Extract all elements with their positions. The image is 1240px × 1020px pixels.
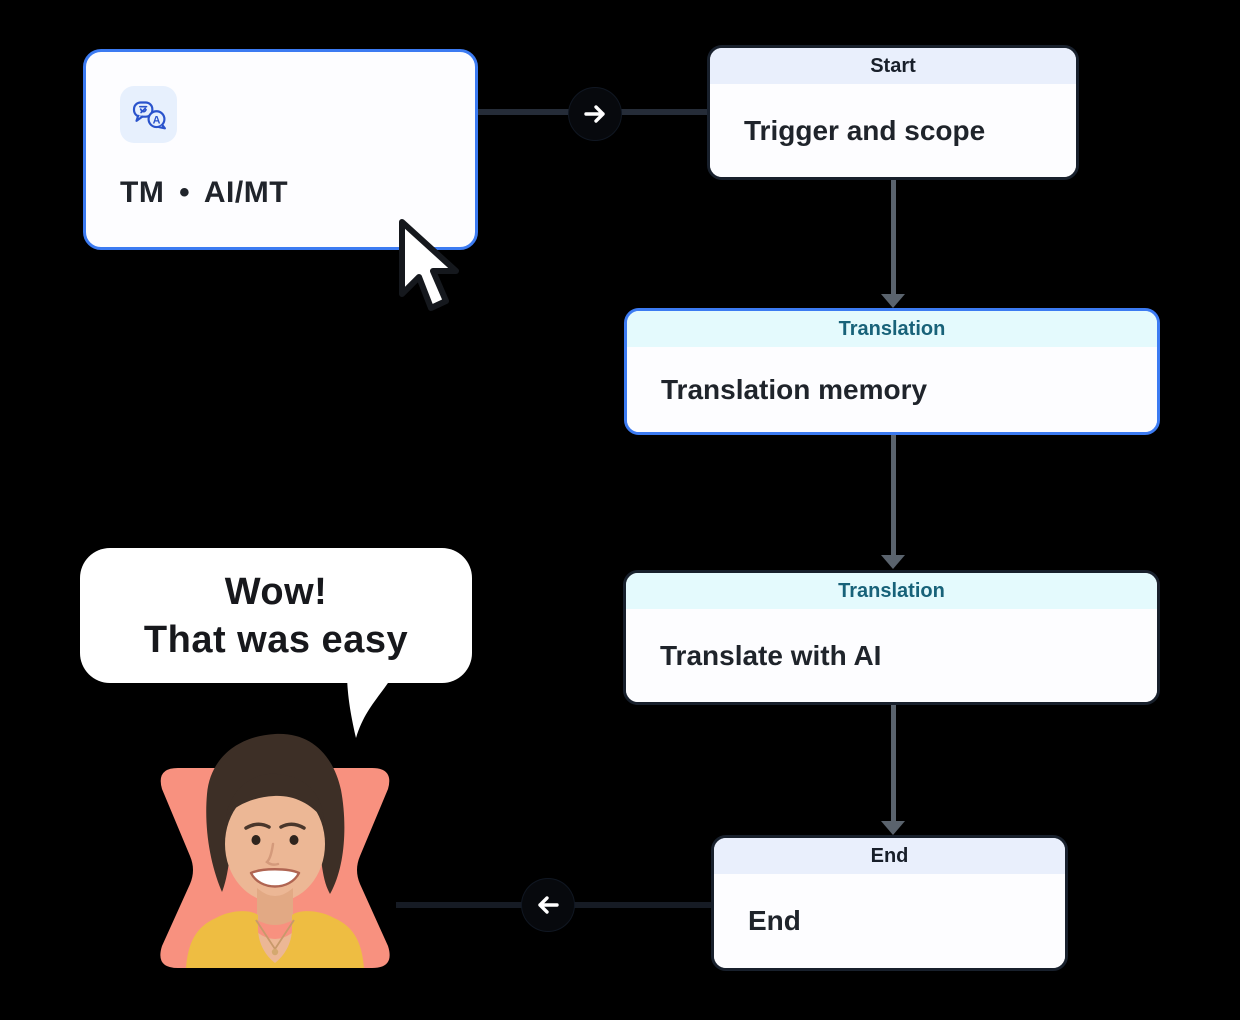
speech-bubble-line1: Wow! <box>224 570 328 613</box>
node-translation-memory-header: Translation <box>627 311 1157 347</box>
svg-text:A: A <box>152 114 160 126</box>
connector-ai-to-end <box>891 705 896 823</box>
node-end-header: End <box>714 838 1065 874</box>
node-start-body: Trigger and scope <box>710 84 1076 177</box>
connector-tm-to-ai <box>891 435 896 557</box>
arrow-down-icon <box>881 821 905 835</box>
node-translate-with-ai[interactable]: Translation Translate with AI <box>623 570 1160 705</box>
node-translate-with-ai-body: Translate with AI <box>626 609 1157 702</box>
node-end[interactable]: End End <box>711 835 1068 971</box>
node-start-header: Start <box>710 48 1076 84</box>
node-start[interactable]: Start Trigger and scope <box>707 45 1079 180</box>
speech-bubble-line2: That was easy <box>143 618 409 661</box>
connector-start-to-tm <box>891 180 896 296</box>
person-photo <box>160 733 390 968</box>
arrow-left-icon <box>522 879 574 931</box>
node-translation-memory[interactable]: Translation Translation memory <box>624 308 1160 435</box>
node-translate-with-ai-header: Translation <box>626 573 1157 609</box>
speech-bubble: Wow! That was easy <box>80 548 472 683</box>
arrow-down-icon <box>881 294 905 308</box>
arrow-right-icon <box>569 88 621 140</box>
node-end-body: End <box>714 874 1065 968</box>
speech-bubble-tail <box>347 672 395 738</box>
source-card-label: TM • AI/MT <box>120 176 289 209</box>
arrow-down-icon <box>881 555 905 569</box>
translate-icon: A <box>120 86 177 143</box>
node-translation-memory-body: Translation memory <box>627 347 1157 432</box>
source-card-tm-aimt[interactable]: A TM • AI/MT <box>83 49 478 250</box>
cursor-pointer-icon <box>399 219 459 311</box>
